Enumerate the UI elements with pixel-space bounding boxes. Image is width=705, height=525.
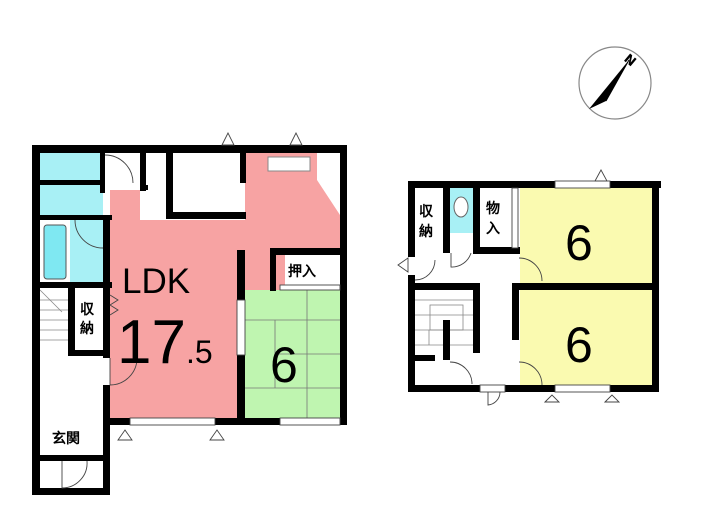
compass-icon: N <box>578 46 652 120</box>
bathtub <box>43 224 67 280</box>
room-b-size: 6 <box>565 317 593 373</box>
toilet-1f <box>40 153 103 180</box>
western-room-b <box>520 290 652 385</box>
openings-1f <box>61 131 341 489</box>
storage-label-1f-b: 納 <box>80 320 94 337</box>
floor-2: 収 納 物 入 6 6 <box>397 169 661 406</box>
washitsu-size: 6 <box>270 337 298 393</box>
storage-label-2f-b: 納 <box>419 223 433 240</box>
storage-label-2f-a: 収 <box>419 203 434 220</box>
genkan-label: 玄関 <box>52 430 80 447</box>
stairs-1f <box>39 289 68 341</box>
bathroom <box>70 220 103 282</box>
closet-label-2f-b: 入 <box>486 221 500 237</box>
kitchen-sink <box>267 156 311 172</box>
washroom <box>40 185 103 215</box>
floor-1: LDK 17.5 6 押入 収 納 玄関 <box>32 131 347 495</box>
ldk-size: 17.5 <box>117 308 213 377</box>
room-a-size: 6 <box>565 215 593 271</box>
openings-2f <box>397 169 621 406</box>
storage-label-1f-a: 収 <box>80 301 95 318</box>
closet-label-2f-a: 物 <box>486 200 500 217</box>
ldk-label: LDK <box>122 262 190 301</box>
ldk-room <box>108 190 340 418</box>
oshiire-label: 押入 <box>288 263 316 280</box>
tatami-lines <box>245 290 340 418</box>
walls-1f <box>32 145 347 495</box>
walls-2f <box>408 181 661 392</box>
western-room-a <box>520 188 652 283</box>
